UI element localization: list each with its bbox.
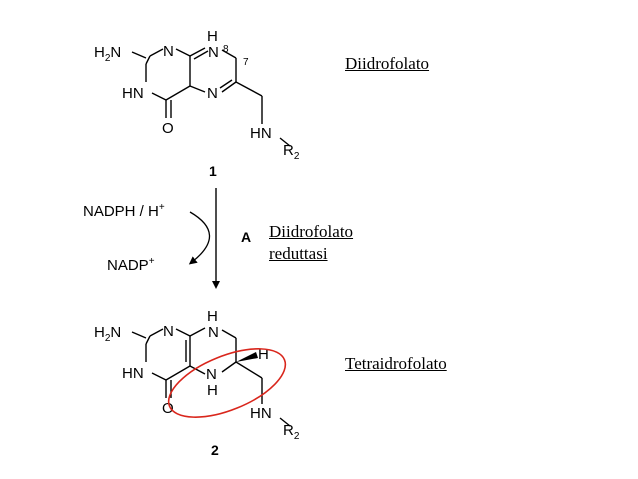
ring-nitrogen-label: N: [207, 85, 218, 102]
ring-h-label: H: [207, 308, 218, 325]
bond: [219, 79, 233, 89]
ring-nitrogen-label: N: [208, 44, 219, 61]
dihydrofolate-structure: H2N N H N 8 7 HN N O HN R2 1: [94, 28, 300, 179]
bond: [151, 372, 167, 381]
r-group-label: R2: [283, 422, 300, 442]
carbonyl-oxygen-label: O: [162, 120, 174, 137]
reaction-arrow: NADPH / H+ NADP+ A: [83, 188, 251, 289]
reaction-step-label: A: [241, 229, 251, 245]
ring-nitrogen-label: N: [163, 43, 174, 60]
bond: [221, 49, 237, 59]
bond: [175, 328, 191, 337]
ring-nitrogen-label: N: [208, 324, 219, 341]
ring-h-label: H: [207, 382, 218, 399]
bond: [221, 361, 237, 373]
bond: [165, 85, 191, 101]
amino-group-label: H2N: [94, 324, 121, 344]
tetrahydrofolate-caption: Tetraidrofolato: [345, 354, 447, 373]
bond: [131, 51, 147, 59]
side-chain-hn-label: HN: [250, 405, 272, 422]
compound-number-1: 1: [209, 163, 217, 179]
bond: [221, 329, 237, 339]
bond: [221, 81, 237, 93]
tetrahydrofolate-structure: H2N N H N HN N H H O HN R2 2: [94, 308, 300, 458]
ring-hn-label: HN: [122, 85, 144, 102]
side-chain-hn-label: HN: [250, 125, 272, 142]
compound-number-2: 2: [211, 442, 219, 458]
bond: [279, 137, 291, 147]
bond: [189, 327, 206, 337]
bond: [189, 365, 206, 375]
bond: [145, 335, 151, 345]
position-8-label: 8: [223, 44, 229, 55]
dihydrofolate-caption: Diidrofolato: [345, 54, 430, 73]
bond: [131, 331, 147, 339]
bond: [165, 365, 191, 381]
ring-hn-label: HN: [122, 365, 144, 382]
enzyme-caption-line2: reduttasi: [269, 244, 328, 263]
cofactor-curved-arrow: [188, 211, 211, 265]
amino-group-label: H2N: [94, 44, 121, 64]
stereo-h-label: H: [258, 346, 269, 363]
r-group-label: R2: [283, 142, 300, 162]
ring-h-label: H: [207, 28, 218, 45]
wedge-bond: [236, 352, 258, 362]
bond: [151, 92, 167, 101]
carbonyl-oxygen-label: O: [162, 400, 174, 417]
bond: [189, 47, 206, 57]
bond: [145, 55, 151, 65]
bond: [193, 50, 209, 60]
enzyme-caption-line1: Diidrofolato: [269, 222, 354, 241]
bond: [149, 328, 164, 337]
bond: [149, 48, 164, 57]
highlight-ellipse: [167, 348, 287, 418]
bond: [175, 48, 191, 57]
ring-nitrogen-label: N: [163, 323, 174, 340]
cofactor-nadp-label: NADP+: [107, 256, 155, 274]
cofactor-nadph-label: NADPH / H+: [83, 202, 165, 220]
position-7-label: 7: [243, 57, 249, 68]
bond: [235, 361, 263, 379]
bond: [279, 417, 291, 427]
bond: [235, 81, 263, 97]
ring-nitrogen-label: N: [206, 366, 217, 383]
bond: [189, 85, 206, 93]
